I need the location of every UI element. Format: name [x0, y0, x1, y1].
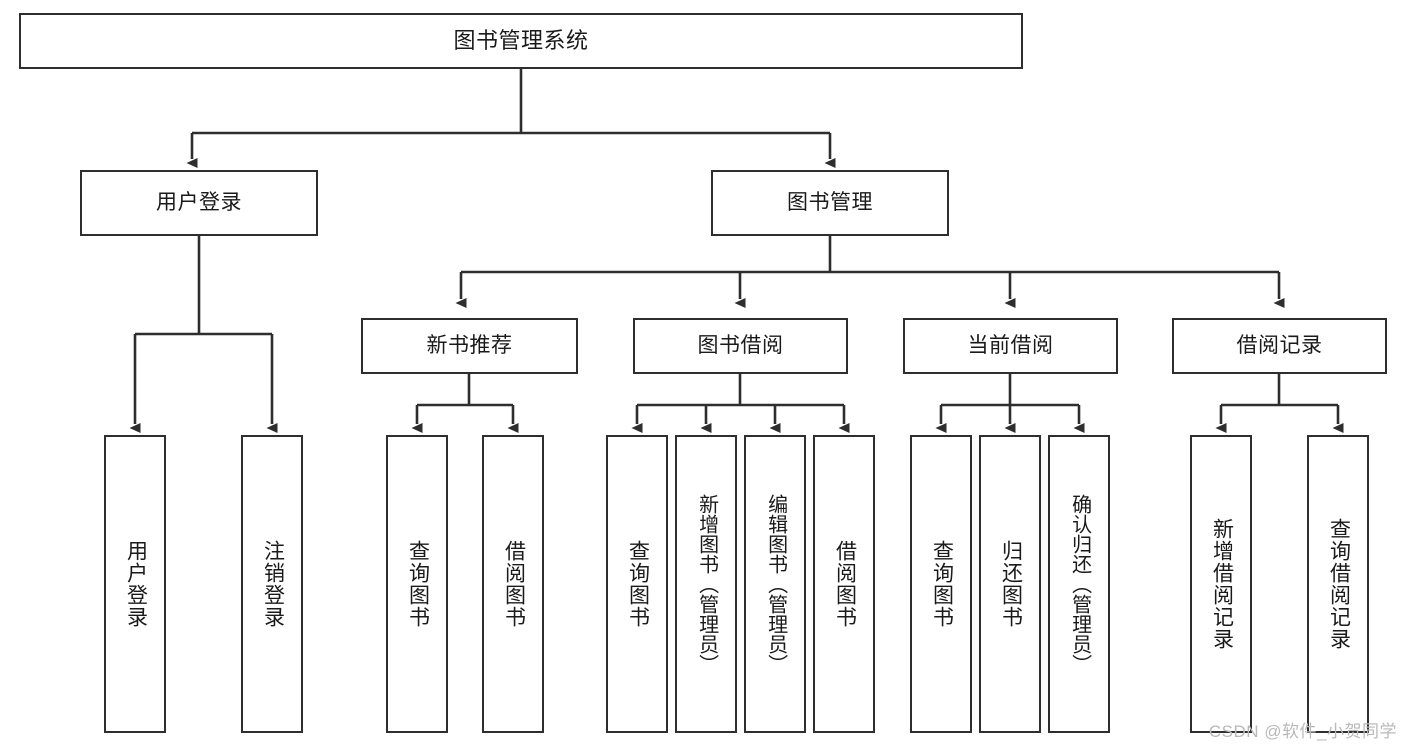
node-label: 图书管理: [787, 191, 873, 215]
leaf-label: 新增图书（管理员）: [695, 494, 718, 674]
node-user-login[interactable]: 用户登录: [80, 170, 318, 236]
leaf-label: 用户登录: [124, 540, 148, 628]
leaf-label: 编辑图书（管理员）: [764, 494, 787, 674]
leaf-borrow-query-book[interactable]: 查询图书: [606, 435, 668, 733]
leaf-label: 确认归还（管理员）: [1068, 494, 1091, 674]
leaf-label: 借阅图书: [502, 540, 526, 628]
leaf-borrow-add-book[interactable]: 新增图书（管理员）: [675, 435, 737, 733]
node-new-book-recommend[interactable]: 新书推荐: [361, 318, 578, 374]
leaf-label: 借阅图书: [833, 540, 857, 628]
leaf-user-login[interactable]: 用户登录: [104, 435, 166, 733]
leaf-new-book-query[interactable]: 查询图书: [386, 435, 448, 733]
node-label: 借阅记录: [1236, 334, 1323, 358]
leaf-label: 查询图书: [626, 540, 650, 628]
leaf-record-add[interactable]: 新增借阅记录: [1190, 435, 1252, 733]
leaf-label: 注销登录: [261, 540, 285, 628]
node-book-borrow[interactable]: 图书借阅: [633, 318, 848, 374]
node-label: 图书管理系统: [453, 27, 589, 53]
node-current-borrow[interactable]: 当前借阅: [903, 318, 1118, 374]
node-label: 图书借阅: [697, 334, 784, 358]
leaf-label: 归还图书: [999, 540, 1023, 628]
leaf-new-book-borrow[interactable]: 借阅图书: [482, 435, 544, 733]
csdn-watermark: CSDN @软件_小贺同学: [1208, 722, 1397, 741]
node-label: 当前借阅: [967, 334, 1054, 358]
node-label: 新书推荐: [426, 334, 513, 358]
leaf-label: 查询借阅记录: [1327, 518, 1351, 650]
node-label: 用户登录: [156, 191, 242, 215]
leaf-borrow-borrow-book[interactable]: 借阅图书: [813, 435, 875, 733]
leaf-label: 查询图书: [930, 540, 954, 628]
leaf-borrow-edit-book[interactable]: 编辑图书（管理员）: [744, 435, 806, 733]
node-book-management[interactable]: 图书管理: [711, 170, 949, 236]
leaf-current-return-book[interactable]: 归还图书: [979, 435, 1041, 733]
leaf-current-query-book[interactable]: 查询图书: [910, 435, 972, 733]
node-root-system[interactable]: 图书管理系统: [19, 13, 1023, 69]
leaf-current-confirm-return[interactable]: 确认归还（管理员）: [1048, 435, 1110, 733]
leaf-record-query[interactable]: 查询借阅记录: [1307, 435, 1369, 733]
leaf-label: 查询图书: [406, 540, 430, 628]
leaf-user-logout[interactable]: 注销登录: [241, 435, 303, 733]
leaf-label: 新增借阅记录: [1210, 518, 1234, 650]
node-borrow-record[interactable]: 借阅记录: [1172, 318, 1387, 374]
